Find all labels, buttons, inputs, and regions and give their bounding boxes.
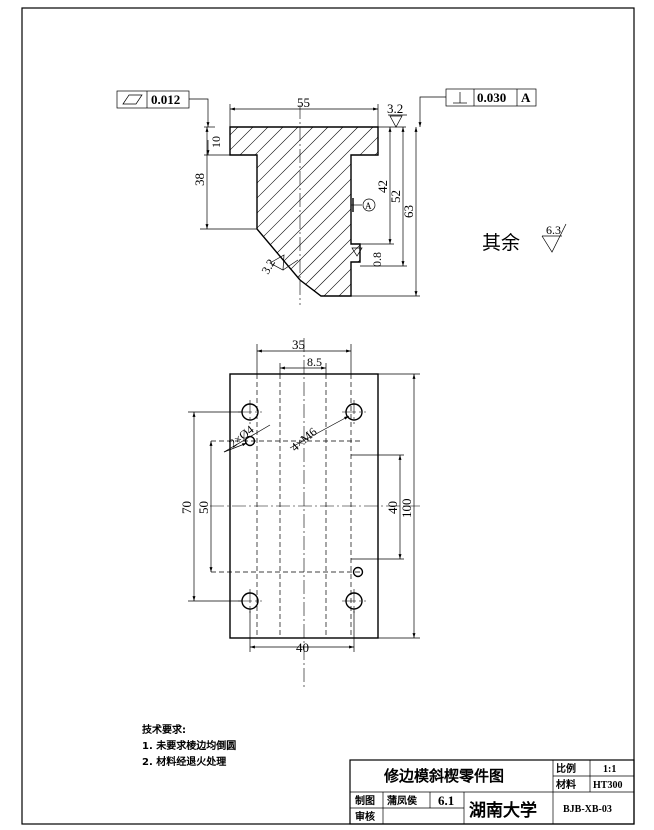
section-outline <box>229 126 379 297</box>
thread-hole <box>342 400 366 424</box>
material-value: HT300 <box>593 780 622 791</box>
drawn-by: 蒲凤侯 <box>387 794 418 807</box>
dim-38: 38 <box>192 173 207 186</box>
rest-roughness: 其余 6.3 <box>482 223 567 254</box>
dim-63: 63 <box>401 205 416 218</box>
perp-value: 0.030 <box>477 90 506 105</box>
dim-40-right: 40 <box>385 501 400 514</box>
dim-10: 10 <box>209 136 223 148</box>
flatness-value: 0.012 <box>151 92 180 107</box>
drawn-date: 6.1 <box>438 793 454 808</box>
section-view: 55 10 38 3.2 42 52 63 A 0.8 <box>192 95 420 305</box>
flatness-frame: 0.012 <box>116 90 210 127</box>
datum-a-label: A <box>365 201 372 211</box>
drawing-number: BJB-XB-03 <box>563 804 612 815</box>
rest-roughness-value: 6.3 <box>546 223 561 237</box>
plan-view: 35 8.5 70 50 40 100 40 2×Ø4 4×M6 <box>179 337 420 688</box>
school-name: 湖南大学 <box>469 800 537 821</box>
dim-55: 55 <box>297 95 310 110</box>
dim-3-2: 3.2 <box>387 101 403 116</box>
scale-label: 比例 <box>556 762 576 775</box>
dim-40-bottom: 40 <box>296 640 309 655</box>
dim-50: 50 <box>196 501 211 514</box>
material-label: 材料 <box>556 778 576 791</box>
tech-notes-heading: 技术要求: <box>142 723 186 736</box>
dim-100: 100 <box>399 499 414 519</box>
rest-label: 其余 <box>482 232 520 254</box>
dim-52: 52 <box>388 190 403 203</box>
review-label: 审核 <box>355 810 375 823</box>
tech-note-item: 2. 材料经退火处理 <box>142 755 226 768</box>
chamfer-roughness: 3.2 <box>258 257 278 277</box>
dim-8-5: 8.5 <box>307 355 322 369</box>
pin-hole <box>352 566 364 578</box>
scale-value: 1:1 <box>603 764 616 775</box>
title-block: 修边模斜楔零件图 比例 1:1 材料 HT300 制图 蒲凤侯 6.1 审核 湖… <box>349 759 635 825</box>
dim-35: 35 <box>292 337 305 352</box>
outer-frame <box>21 7 635 825</box>
section-hatching <box>230 127 378 296</box>
dim-42: 42 <box>375 180 390 193</box>
perpendicularity-frame: 0.030 A <box>418 88 537 127</box>
slot-roughness: 0.8 <box>370 252 384 267</box>
tech-note-item: 1. 未要求棱边均倒圆 <box>142 739 236 752</box>
tech-notes: 技术要求: 1. 未要求棱边均倒圆 2. 材料经退火处理 <box>142 723 236 768</box>
holes-label: 2×Ø4 <box>226 422 256 450</box>
part-name: 修边模斜楔零件图 <box>383 767 504 785</box>
drawn-label: 制图 <box>355 794 375 807</box>
perp-datum: A <box>521 90 531 105</box>
dim-70: 70 <box>179 501 194 514</box>
